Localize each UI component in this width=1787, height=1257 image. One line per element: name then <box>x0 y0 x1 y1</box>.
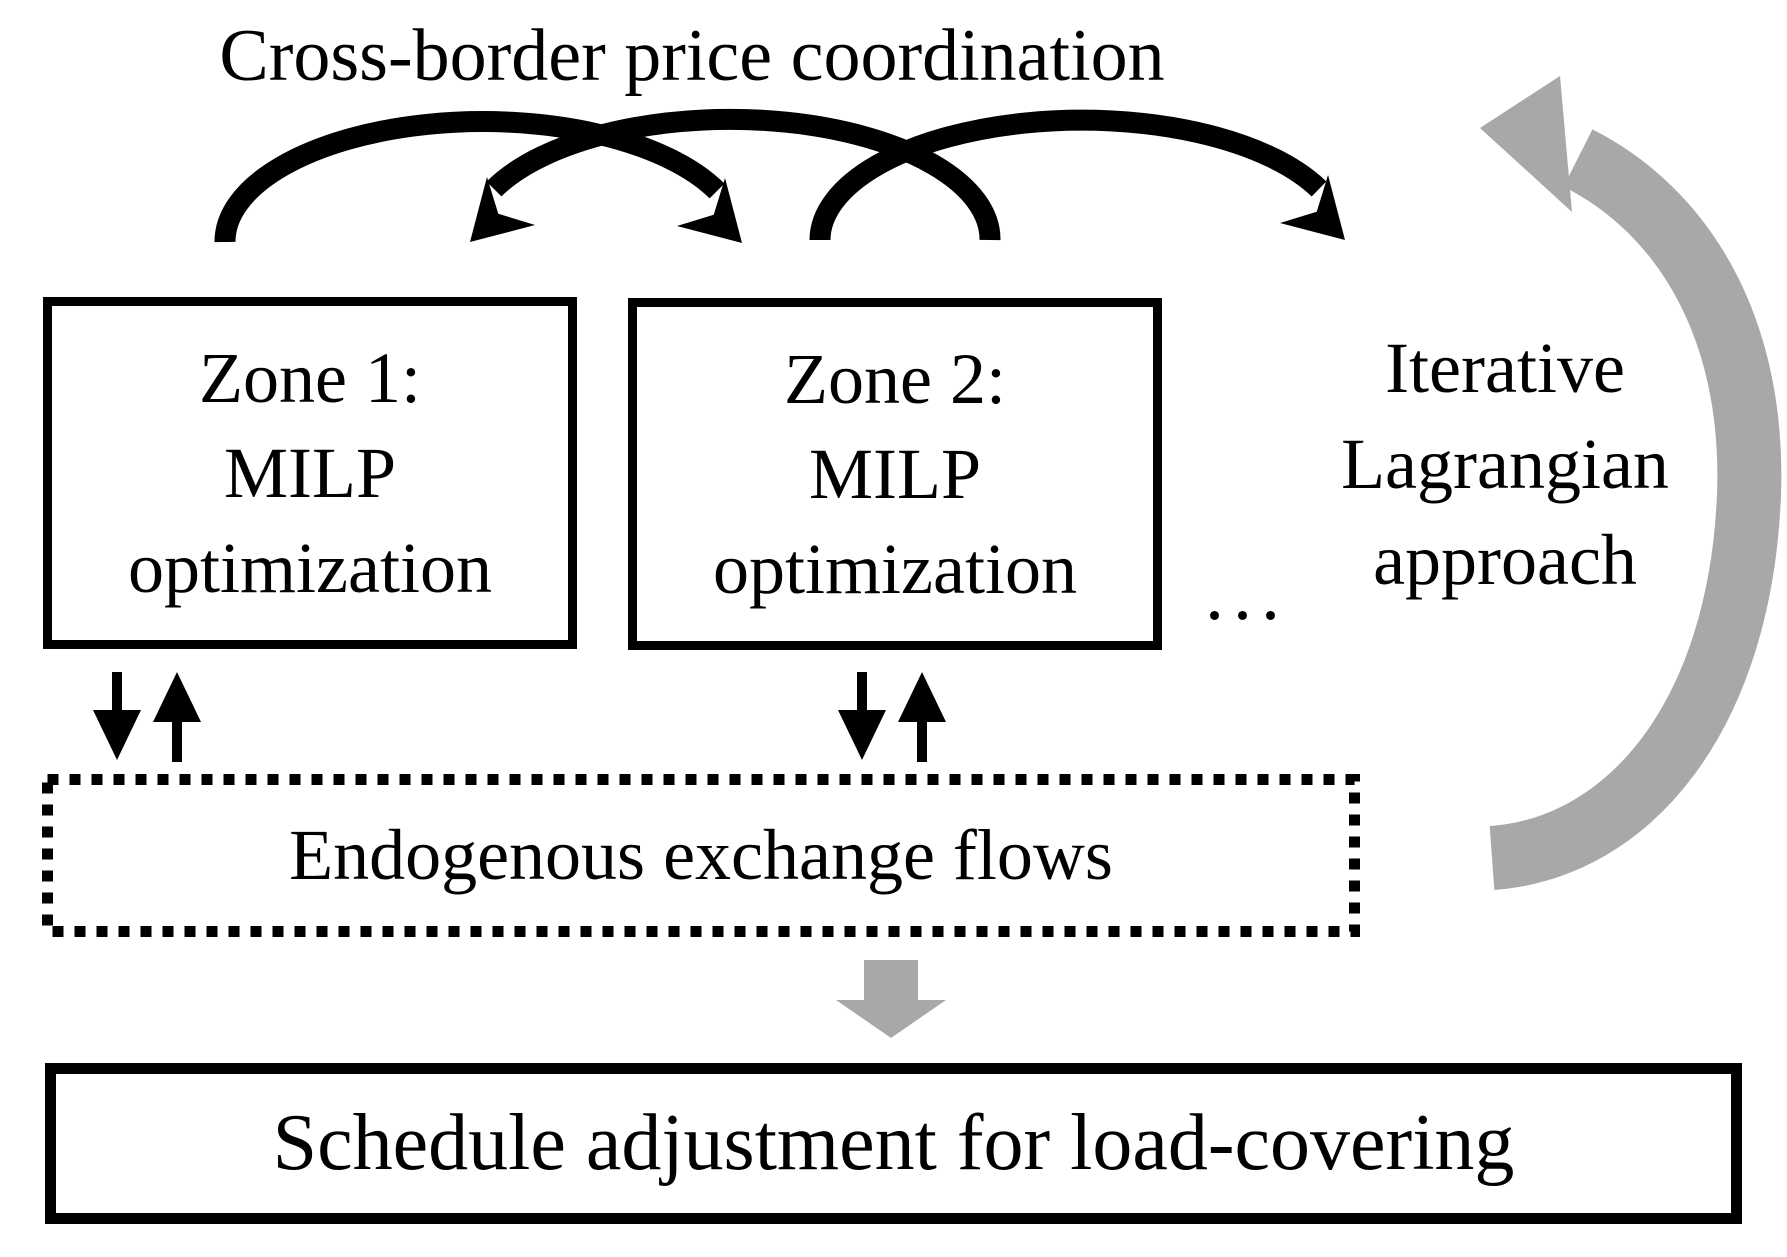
zone1-method: MILP <box>223 432 397 513</box>
gray-down-arrow-shaft <box>864 960 918 1002</box>
schedule-adjustment-label: Schedule adjustment for load-covering <box>272 1099 1515 1187</box>
iterative-line: Iterative <box>1385 328 1625 408</box>
lagrangian-line: Lagrangian <box>1341 424 1669 504</box>
iteration-loop-arrowhead-icon <box>1480 76 1572 212</box>
zone1-up-arrow-shaft <box>172 718 182 762</box>
zone2-title: Zone 2: <box>784 338 1006 419</box>
arc-zone2-to-zone1 <box>486 108 1001 241</box>
zone1-box: Zone 1: MILP optimization <box>43 297 577 649</box>
arc-arrowhead-left-icon <box>470 176 536 242</box>
zone1-up-arrow-icon <box>153 672 201 722</box>
zone2-up-arrow-icon <box>898 672 946 722</box>
flows-to-schedule-arrow-icon <box>836 960 946 1038</box>
zone2-box: Zone 2: MILP optimization <box>628 298 1162 650</box>
arc-zone1-to-zone2 <box>214 111 725 243</box>
zone2-down-arrow-icon <box>838 710 886 760</box>
zone2-up-arrow-shaft <box>917 718 927 762</box>
approach-line: approach <box>1373 520 1637 600</box>
zone2-exchange-arrows-icon <box>838 672 946 762</box>
zone2-method: MILP <box>808 433 982 514</box>
schedule-adjustment-box: Schedule adjustment for load-covering <box>45 1063 1742 1224</box>
iteration-loop-arrow-icon <box>1480 76 1782 890</box>
zone1-task: optimization <box>128 527 492 608</box>
zone1-title: Zone 1: <box>199 337 421 418</box>
more-zones-ellipsis: ... <box>1205 552 1289 636</box>
iteration-loop-band <box>1488 129 1782 890</box>
arc-arrowhead-far-right-icon <box>1279 174 1345 240</box>
gray-down-arrow-head-icon <box>836 1000 946 1038</box>
zone1-down-arrow-shaft <box>112 672 122 714</box>
zone1-exchange-arrows-icon <box>93 672 201 762</box>
arc-arrowhead-right-icon <box>676 177 742 243</box>
exchange-flows-dotted-border <box>42 774 1360 937</box>
zone2-task: optimization <box>713 528 1077 609</box>
exchange-flows-label: Endogenous exchange flows <box>289 815 1113 895</box>
zone2-down-arrow-shaft <box>857 672 867 714</box>
arc-zone2-to-next-zone <box>809 109 1327 241</box>
iterative-lagrangian-label: Iterative Lagrangian approach <box>1258 320 1752 608</box>
cross-border-arc-arrows <box>214 108 1345 243</box>
diagram-title: Cross-border price coordination <box>219 15 1165 97</box>
zone1-down-arrow-icon <box>93 710 141 760</box>
